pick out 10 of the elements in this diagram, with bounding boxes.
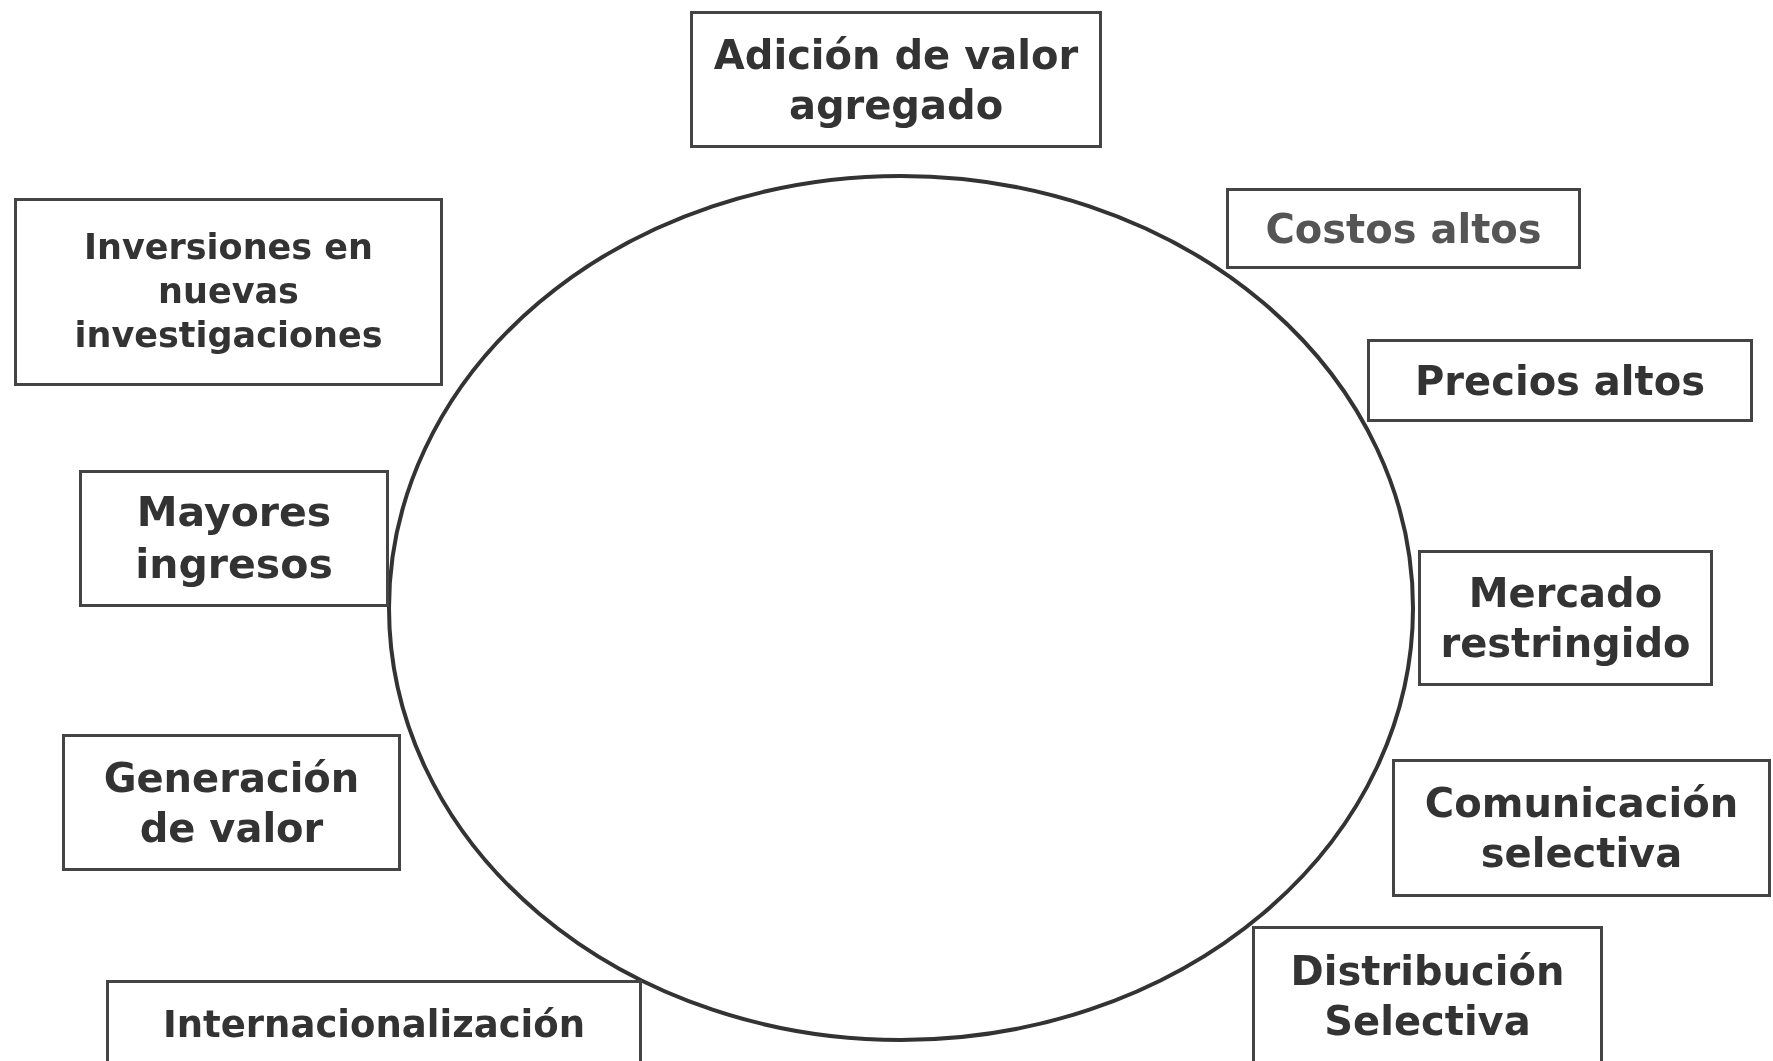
- label-box: Distribución Selectiva: [1252, 926, 1603, 1061]
- label-box: Internacionalización: [106, 980, 642, 1061]
- label-box: Adición de valor agregado: [690, 11, 1102, 148]
- label-box: Inversiones en nuevas investigaciones: [14, 198, 443, 386]
- label-box: Mercado restringido: [1418, 550, 1713, 686]
- label-box: Costos altos: [1226, 188, 1581, 269]
- label-box: Precios altos: [1367, 339, 1753, 422]
- label-box: Comunicación selectiva: [1392, 759, 1771, 897]
- label-box: Mayores ingresos: [79, 470, 389, 607]
- label-box: Generación de valor: [62, 734, 401, 871]
